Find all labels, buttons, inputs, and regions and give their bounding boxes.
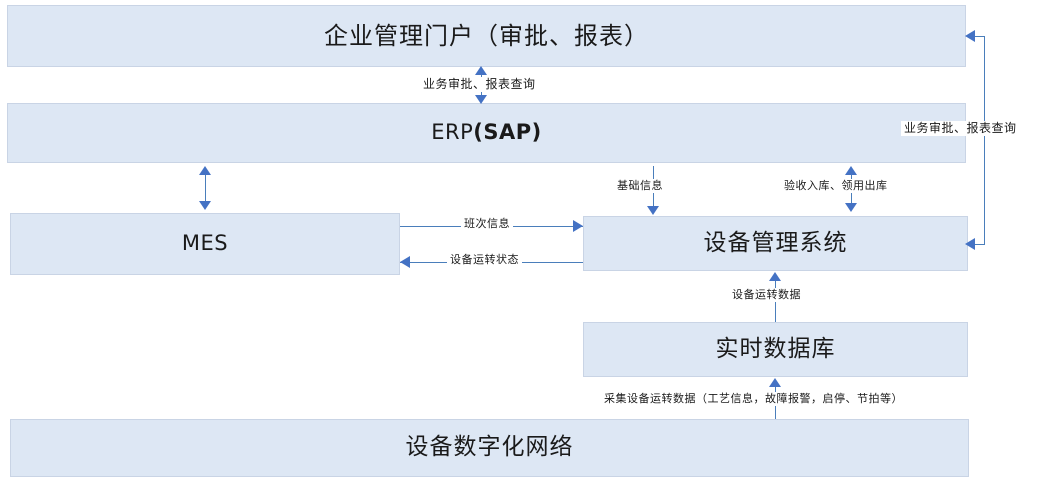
node-realtime-database[interactable]: 实时数据库 [583, 322, 968, 377]
arrowhead-up-portal-erp [475, 66, 487, 75]
edge-label-network-rtdb: 采集设备运转数据（工艺信息，故障报警，启停、节拍等） [601, 392, 906, 407]
arrowhead-up-erp-eqm-stock [845, 166, 857, 175]
node-erp[interactable]: ERP (SAP) [7, 103, 966, 163]
node-mes[interactable]: MES [10, 213, 400, 275]
node-realtime-database-label: 实时数据库 [715, 335, 836, 362]
edge-label-rtdb-eqm: 设备运转数据 [729, 288, 804, 303]
node-equipment-digital-network-label: 设备数字化网络 [405, 434, 574, 461]
arrowhead-down-erp-eqm-basic [647, 206, 659, 215]
node-equipment-management-system[interactable]: 设备管理系统 [583, 216, 968, 271]
arrowhead-down-portal-erp [475, 95, 487, 104]
connector-eqm-portal-top-hline [975, 36, 985, 37]
node-erp-label: ERP [431, 120, 474, 145]
node-mes-label: MES [181, 231, 229, 256]
node-enterprise-portal-label: 企业管理门户（审批、报表） [324, 21, 649, 50]
node-enterprise-portal[interactable]: 企业管理门户（审批、报表） [7, 5, 966, 67]
arrowhead-left-eqm [965, 238, 975, 250]
edge-label-mes-eqm-shift: 班次信息 [461, 217, 513, 232]
edge-label-eqm-portal: 业务审批、报表查询 [901, 121, 1020, 137]
node-erp-sap-label: (SAP) [473, 120, 542, 145]
node-equipment-digital-network[interactable]: 设备数字化网络 [10, 419, 969, 477]
arrowhead-down-erp-eqm-stock [845, 203, 857, 212]
arrowhead-left-eqm-mes-status [400, 256, 410, 268]
arrowhead-up-rtdb-eqm [769, 272, 781, 281]
edge-label-eqm-mes-status: 设备运转状态 [447, 253, 522, 268]
connector-eqm-portal-vline [984, 36, 985, 244]
arrowhead-down-erp-mes [199, 201, 211, 210]
arrowhead-up-erp-mes [199, 166, 211, 175]
connector-erp-mes-line [205, 170, 206, 206]
node-equipment-management-system-label: 设备管理系统 [703, 229, 848, 256]
arrowhead-left-portal [965, 30, 975, 42]
edge-label-erp-eqm-stock: 验收入库、领用出库 [781, 179, 891, 194]
arrowhead-up-network-rtdb [769, 378, 781, 387]
connector-eqm-portal-bottom-hline [975, 244, 985, 245]
edge-label-portal-erp: 业务审批、报表查询 [420, 77, 539, 93]
edge-label-erp-eqm-basic: 基础信息 [614, 179, 666, 194]
arrowhead-right-mes-eqm-shift [573, 220, 583, 232]
